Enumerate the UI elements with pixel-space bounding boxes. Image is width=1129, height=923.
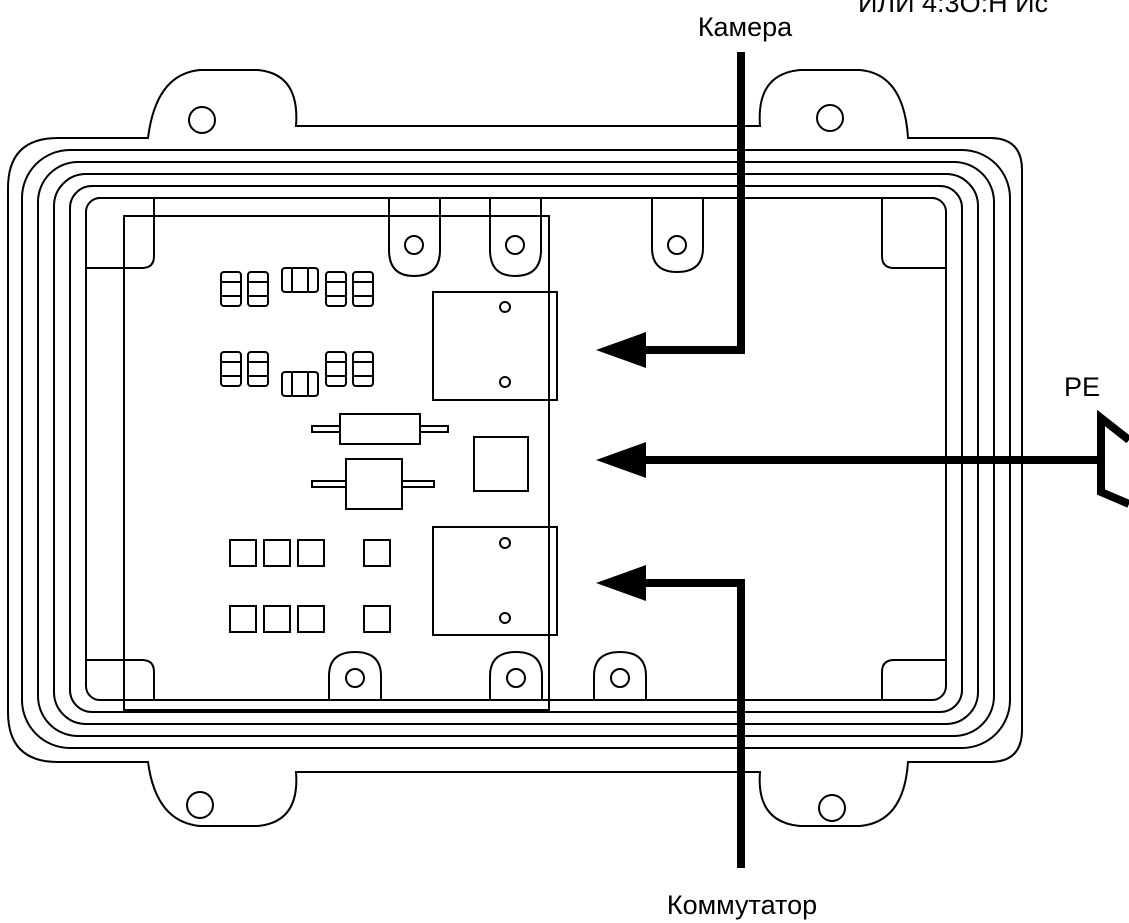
smd-diodes-lower [220, 351, 374, 397]
camera-label: Камера [698, 12, 793, 42]
switch-label: Коммутатор [667, 890, 817, 920]
mounting-hole [818, 794, 846, 822]
camera-cable-arrow [596, 52, 745, 368]
rj45-port-switch [432, 526, 558, 636]
top-cut-text: ИЛИ 4:3О:Н Ис [858, 0, 1048, 18]
smd-pads [229, 539, 391, 633]
switch-cable-arrow [596, 565, 745, 868]
pe-cable-arrow [596, 409, 1129, 508]
pe-label: PE [1064, 372, 1100, 402]
pcb-board [123, 215, 550, 711]
corner-bosses [86, 198, 946, 700]
mounting-hole [188, 106, 216, 134]
ground-terminal [473, 436, 529, 492]
enclosure-housing [7, 69, 1023, 827]
axial-components [311, 413, 449, 510]
mounting-hole [186, 791, 214, 819]
mounting-holes [186, 104, 846, 822]
mounting-hole [816, 104, 844, 132]
smd-diodes-upper [220, 267, 374, 307]
pcb-standoffs [328, 198, 704, 700]
rj45-port-camera [432, 291, 558, 401]
